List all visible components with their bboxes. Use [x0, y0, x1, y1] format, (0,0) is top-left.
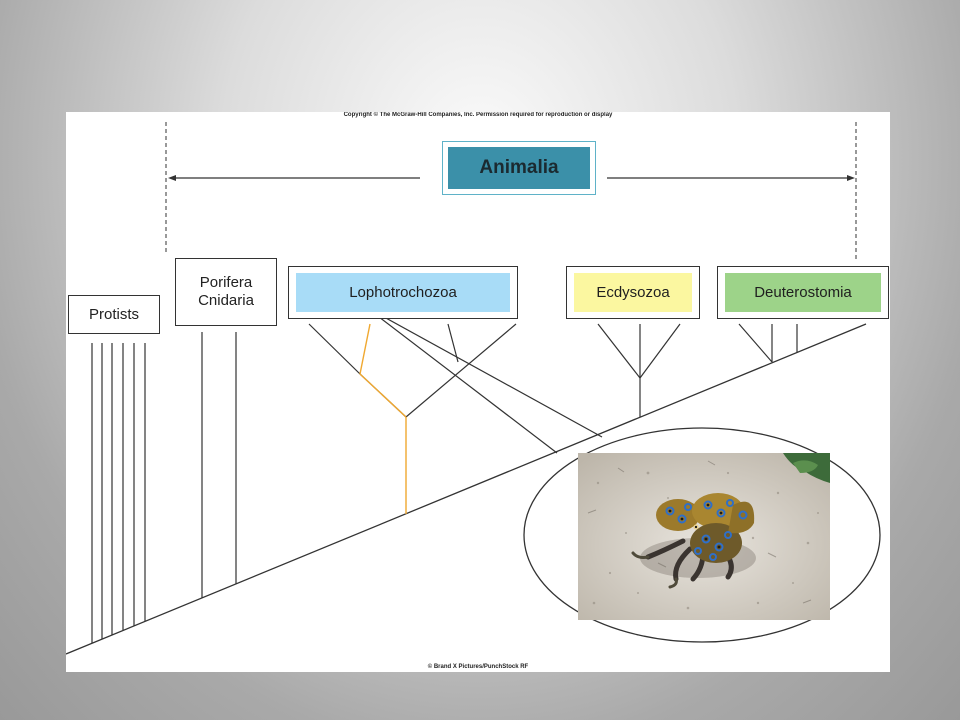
- porifera-label: Porifera: [199, 274, 253, 291]
- protists-label: Protists: [88, 305, 139, 323]
- lophotrochozoa-box: Lophotrochozoa: [288, 266, 518, 319]
- ecdysozoa-box: Ecdysozoa: [566, 266, 700, 319]
- ecdysozoa-branch: [597, 323, 641, 379]
- blue-ringed-octopus-photo: [578, 453, 830, 620]
- callout-pointer: [365, 306, 603, 438]
- deutero-branch: [738, 323, 773, 363]
- animalia-left-arrowhead: [168, 175, 176, 181]
- lopho-branch: [405, 323, 517, 418]
- porifera-cnidaria-box: Porifera Cnidaria: [175, 258, 277, 326]
- lopho-branch: [308, 323, 361, 375]
- deuterostomia-label: Deuterostomia: [725, 273, 881, 312]
- cnidaria-label: Cnidaria: [198, 292, 254, 309]
- main-trunk: [66, 323, 867, 655]
- highlight-branch: [359, 323, 371, 375]
- animalia-label: Animalia: [448, 147, 590, 189]
- animalia-box: Animalia: [442, 141, 596, 195]
- callout-pointer: [365, 306, 558, 454]
- ecdysozoa-label: Ecdysozoa: [574, 273, 692, 312]
- animalia-right-arrowhead: [847, 175, 855, 181]
- slide: Copyright © The McGraw-Hill Companies, I…: [66, 112, 890, 672]
- deuterostomia-box: Deuterostomia: [717, 266, 889, 319]
- copyright-notice: Copyright © The McGraw-Hill Companies, I…: [343, 112, 613, 118]
- highlight-branch: [359, 373, 407, 418]
- photo-credit: © Brand X Pictures/PunchStock RF: [427, 664, 529, 670]
- protists-box: Protists: [68, 295, 160, 334]
- lopho-branch: [447, 323, 459, 363]
- ecdysozoa-branch: [639, 323, 681, 379]
- lophotrochozoa-label: Lophotrochozoa: [296, 273, 510, 312]
